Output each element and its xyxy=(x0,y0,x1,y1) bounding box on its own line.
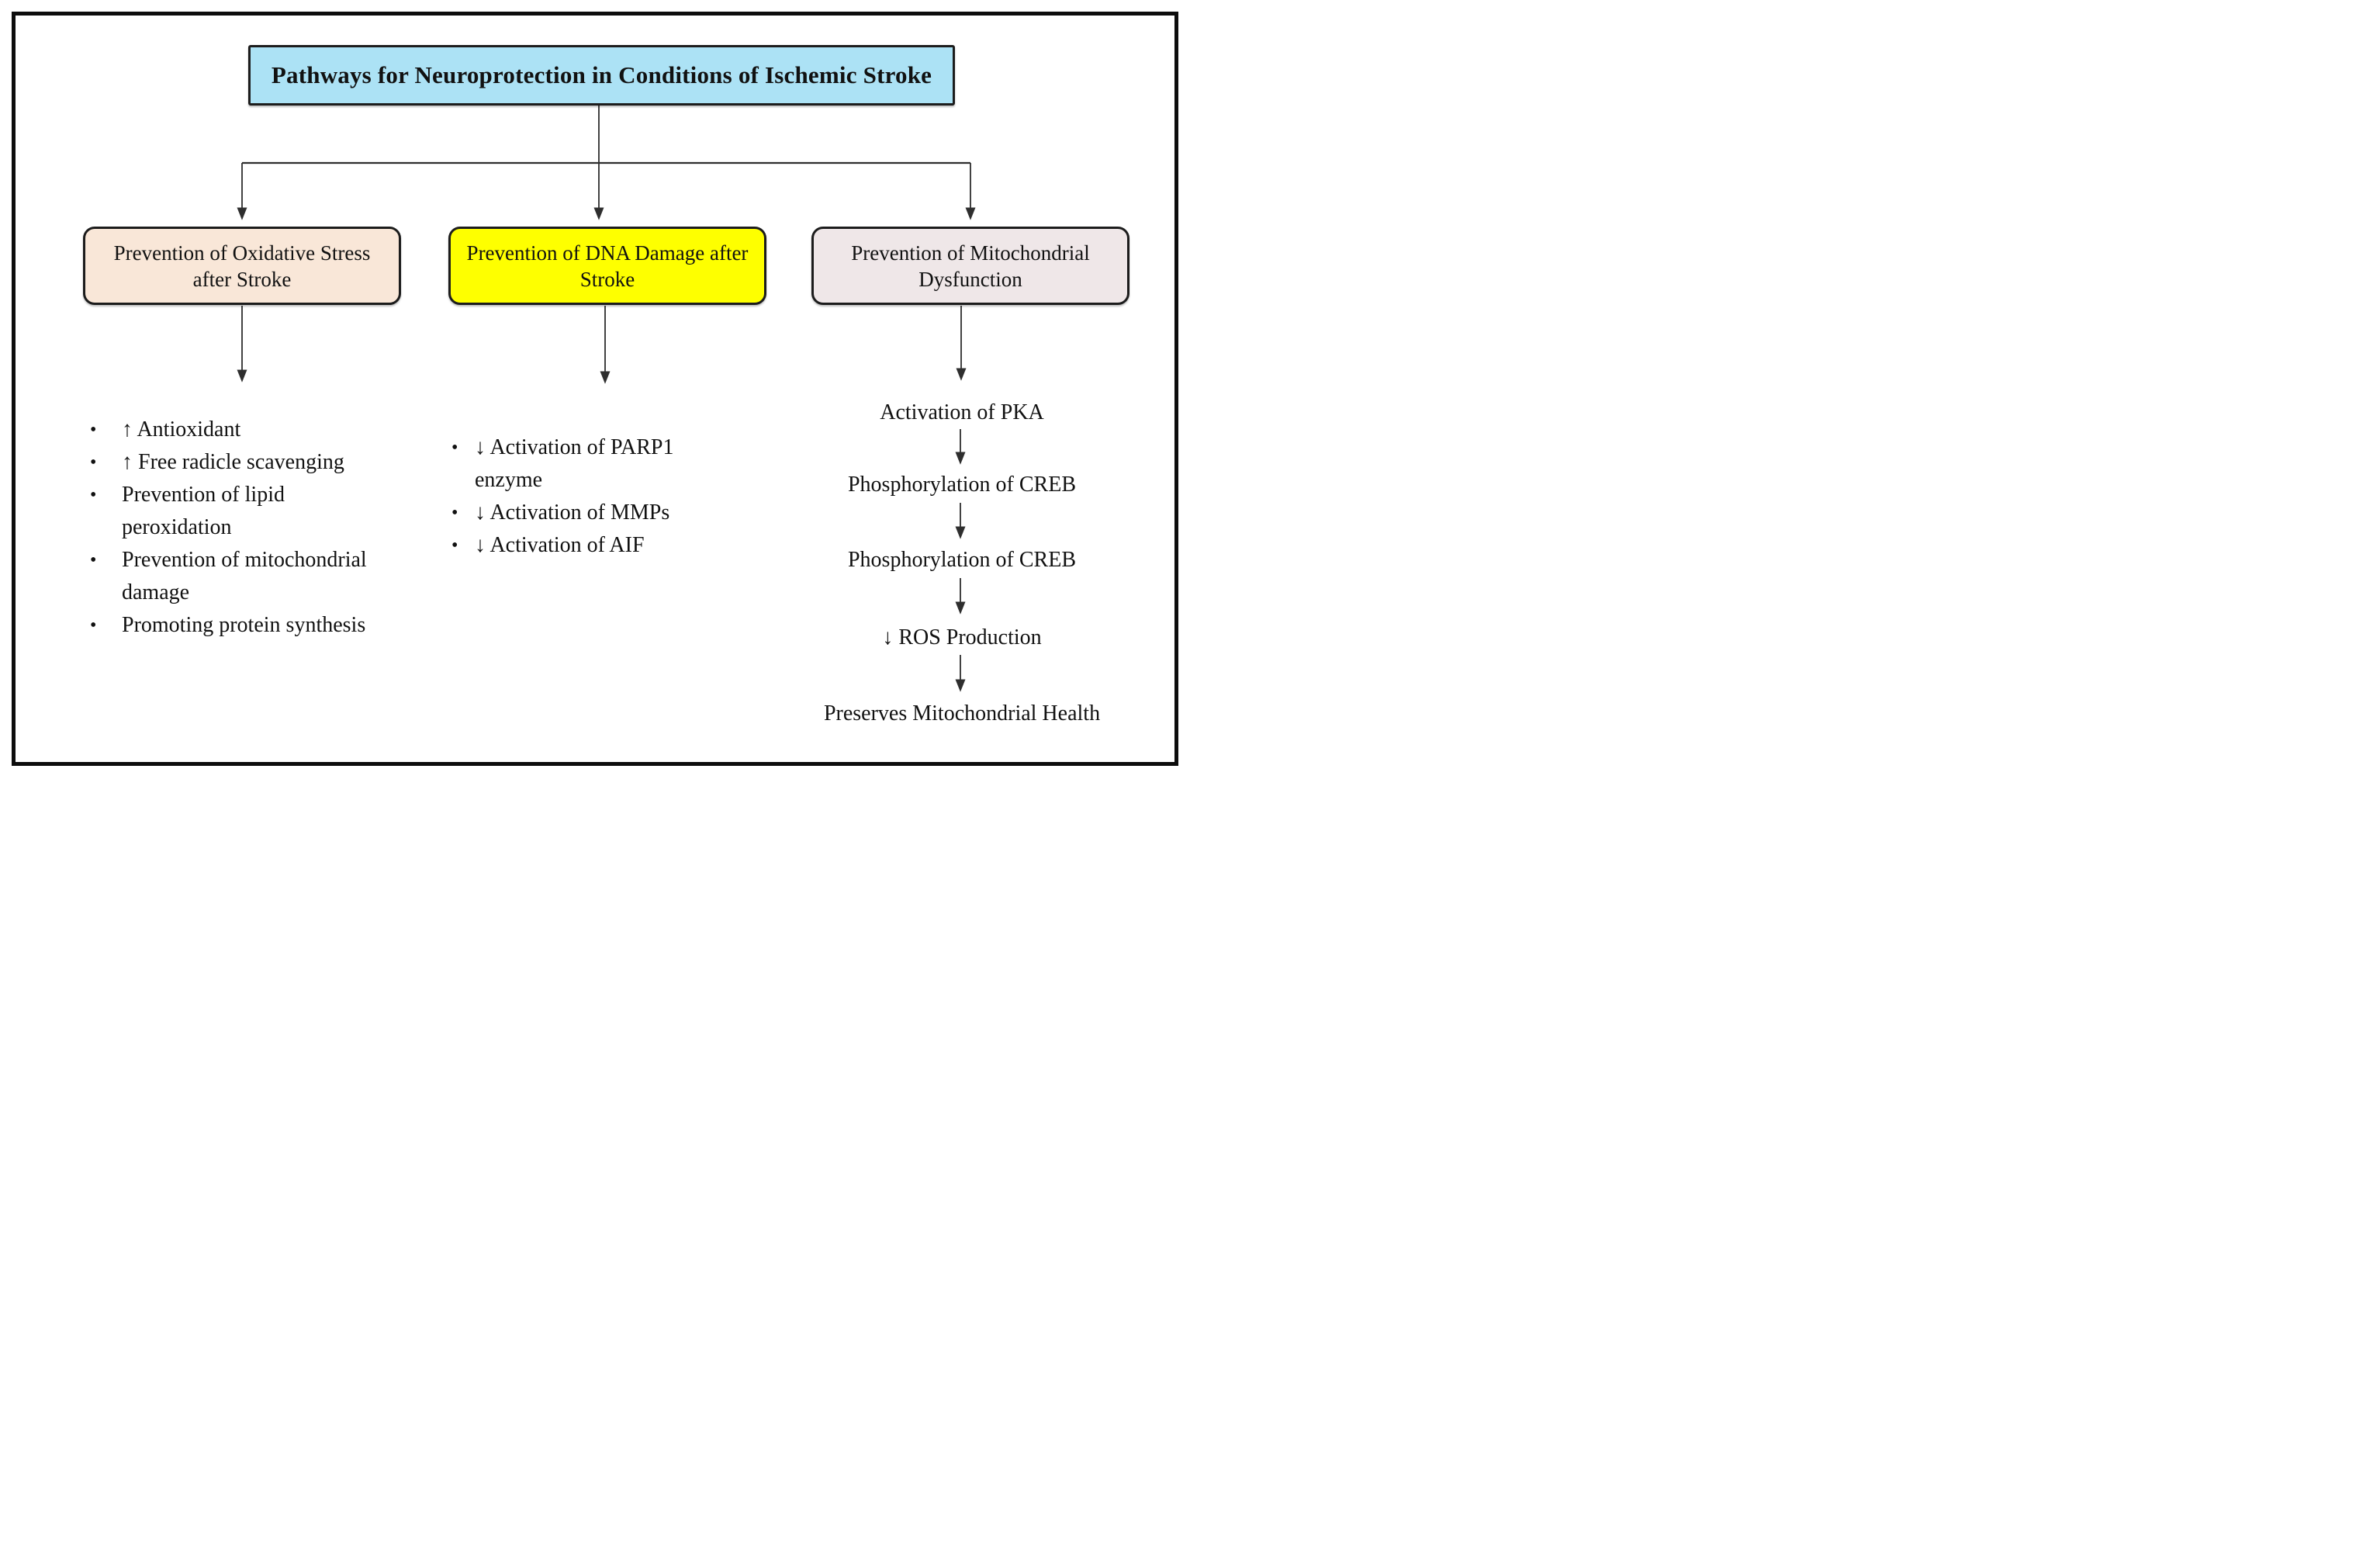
list-item-text: Prevention of mitochondrial damage xyxy=(122,548,367,604)
list-item-text: Prevention of lipid peroxidation xyxy=(122,483,285,539)
diagram-frame xyxy=(12,12,1178,766)
chain-node-activation-of-pka: Activation of PKA xyxy=(880,400,1044,424)
list-item-text: ↑ Free radicle scavenging xyxy=(122,450,344,474)
list-item: • Prevention of lipid peroxidation xyxy=(78,479,388,544)
flowchart-canvas: Pathways for Neuroprotection in Conditio… xyxy=(0,0,1190,778)
list-item: • ↓ Activation of PARP1 enzyme xyxy=(439,431,695,497)
branch-box-dna-damage: Prevention of DNA Damage after Stroke xyxy=(448,227,766,305)
bullet-icon: • xyxy=(90,420,97,440)
bullet-icon: • xyxy=(90,550,97,570)
branch-box-oxidative-label: Prevention of Oxidative Stress after Str… xyxy=(113,241,371,291)
diagram-title: Pathways for Neuroprotection in Conditio… xyxy=(271,61,932,88)
bullet-icon: • xyxy=(451,535,458,556)
branch-box-oxidative-stress: Prevention of Oxidative Stress after Str… xyxy=(83,227,401,305)
list-item-text: ↓ Activation of AIF xyxy=(475,533,645,557)
dna-damage-list: • ↓ Activation of PARP1 enzyme • ↓ Activ… xyxy=(439,431,695,562)
branch-box-mitochondrial-label: Prevention of Mitochondrial Dysfunction xyxy=(851,241,1090,291)
branch-box-dna-label: Prevention of DNA Damage after Stroke xyxy=(466,241,749,291)
chain-node-phosphorylation-of-creb-1: Phosphorylation of CREB xyxy=(847,473,1076,497)
branch-box-mitochondrial-dysfunction: Prevention of Mitochondrial Dysfunction xyxy=(811,227,1129,305)
chain-node-ros-production: ↓ ROS Production xyxy=(882,625,1042,649)
title-box: Pathways for Neuroprotection in Conditio… xyxy=(248,45,955,106)
list-item: • ↓ Activation of AIF xyxy=(439,529,695,562)
chain-node-phosphorylation-of-creb-2: Phosphorylation of CREB xyxy=(847,548,1076,572)
list-item-text: Promoting protein synthesis xyxy=(122,613,366,637)
list-item: • Promoting protein synthesis xyxy=(78,609,388,642)
bullet-icon: • xyxy=(451,438,458,458)
bullet-icon: • xyxy=(90,485,97,505)
list-item: • ↑ Free radicle scavenging xyxy=(78,446,388,479)
bullet-icon: • xyxy=(90,615,97,636)
bullet-icon: • xyxy=(90,452,97,473)
list-item-text: ↑ Antioxidant xyxy=(122,417,241,442)
list-item-text: ↓ Activation of MMPs xyxy=(475,500,670,525)
oxidative-stress-list: • ↑ Antioxidant • ↑ Free radicle scaveng… xyxy=(78,414,388,642)
list-item: • ↓ Activation of MMPs xyxy=(439,497,695,529)
list-item: • Prevention of mitochondrial damage xyxy=(78,544,388,609)
bullet-icon: • xyxy=(451,503,458,523)
list-item-text: ↓ Activation of PARP1 enzyme xyxy=(475,435,674,492)
chain-node-preserves-mitochondrial-health: Preserves Mitochondrial Health xyxy=(823,701,1101,726)
list-item: • ↑ Antioxidant xyxy=(78,414,388,446)
